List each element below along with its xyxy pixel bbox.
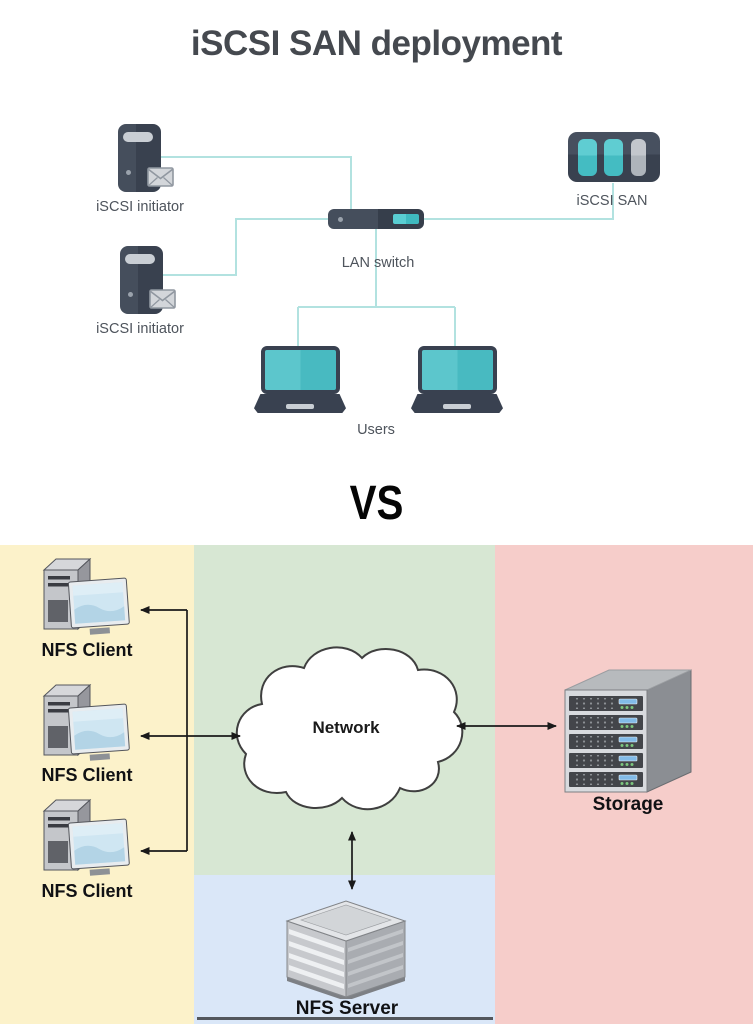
network-cloud-icon — [235, 646, 464, 811]
nfs-server-label: NFS Server — [295, 998, 399, 1019]
nfs-server-icon — [285, 900, 407, 999]
nfs-client-icon — [42, 798, 130, 876]
laptop-base — [254, 394, 346, 413]
storage-rack-icon — [564, 669, 692, 793]
nfs-client-label: NFS Client — [41, 640, 133, 660]
server-panel-rule — [197, 1017, 493, 1020]
storage-label: Storage — [592, 794, 664, 815]
network-label: Network — [312, 718, 380, 737]
envelope-icon — [149, 289, 176, 309]
iscsi-san-icon — [568, 132, 660, 182]
san-label: iSCSI SAN — [576, 193, 648, 209]
nfs-client-icon — [42, 683, 130, 761]
initiator-label: iSCSI initiator — [96, 321, 184, 337]
san-drive-bay — [631, 139, 646, 176]
san-drive-bay — [578, 139, 597, 176]
vs-label: VS — [349, 477, 404, 530]
san-drive-bay — [604, 139, 623, 176]
tower-slot — [123, 132, 153, 142]
envelope-icon — [147, 167, 174, 187]
laptop-icon — [261, 346, 340, 394]
laptop-touchpad — [443, 404, 471, 409]
laptop-base — [411, 394, 503, 413]
lan-switch-label: LAN switch — [341, 255, 415, 271]
switch-led — [338, 217, 343, 222]
nfs-client-label: NFS Client — [41, 765, 133, 785]
users-label: Users — [357, 422, 395, 438]
laptop-touchpad — [286, 404, 314, 409]
connector-lines — [161, 156, 614, 347]
page-title: iSCSI SAN deployment — [190, 24, 563, 63]
tower-led — [128, 292, 133, 297]
tower-slot — [125, 254, 155, 264]
initiator-label: iSCSI initiator — [96, 199, 184, 215]
nfs-client-icon — [42, 557, 130, 635]
switch-port-indicator — [393, 214, 419, 224]
nfs-client-label: NFS Client — [41, 881, 133, 901]
lan-switch-icon — [328, 209, 424, 229]
tower-led — [126, 170, 131, 175]
laptop-icon — [418, 346, 497, 394]
